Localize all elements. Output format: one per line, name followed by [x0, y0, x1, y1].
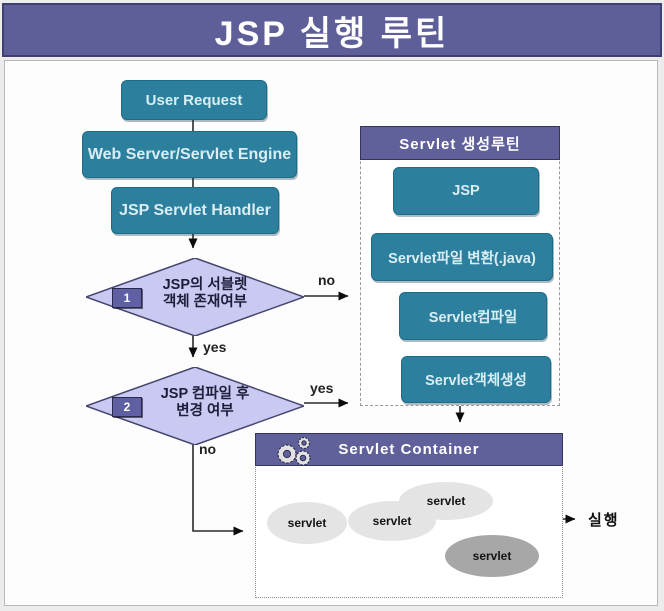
decision-line1: JSP 컴파일 후: [160, 386, 250, 402]
decision-text: JSP의 서블렛 객체 존재여부: [130, 277, 280, 311]
step-box-servlet-object-create: Servlet객체생성: [401, 356, 551, 403]
servlet-label: servlet: [472, 549, 512, 563]
servlet-creation-panel-header: Servlet 생성루틴: [360, 126, 560, 160]
step-label: Servlet컴파일: [428, 309, 518, 326]
decision-line2: 변경 여부: [176, 403, 234, 419]
container-title: Servlet Container: [338, 441, 480, 458]
step-label: JSP: [452, 183, 480, 199]
flow-box-label: Web Server/Servlet Engine: [87, 145, 292, 163]
servlet-label: servlet: [287, 516, 327, 530]
step-box-servlet-compile: Servlet컴파일: [399, 292, 547, 340]
flow-box-jsp-servlet-handler: JSP Servlet Handler: [111, 187, 279, 234]
step-label: Servlet파일 변환(.java): [388, 250, 536, 267]
servlet-instance: servlet: [267, 502, 347, 544]
branch-label-yes-1: yes: [203, 339, 227, 355]
servlet-creation-panel: Servlet 생성루틴 JSP Servlet파일 변환(.java) Ser…: [360, 126, 560, 406]
diamond-shape: [86, 367, 304, 445]
servlet-instance: servlet: [399, 482, 493, 520]
branch-label-yes-2: yes: [310, 380, 334, 396]
panel-title: Servlet 생성루틴: [399, 135, 521, 153]
diamond-shape: [86, 258, 304, 336]
gears-icon: [277, 436, 311, 466]
decision-number-badge-1: 1: [112, 288, 142, 308]
flow-box-web-server-servlet-engine: Web Server/Servlet Engine: [82, 131, 297, 178]
step-box-jsp: JSP: [393, 167, 539, 215]
flow-box-label: User Request: [145, 91, 243, 109]
decision-text: JSP 컴파일 후 변경 여부: [130, 386, 280, 420]
decision-line2: 객체 존재여부: [162, 294, 248, 310]
branch-label-no-2: no: [199, 441, 217, 457]
servlet-label: servlet: [372, 514, 412, 528]
decision-changed-after-compile: JSP 컴파일 후 변경 여부: [86, 367, 304, 445]
branch-label-no-1: no: [318, 272, 336, 288]
badge-number: 1: [123, 291, 131, 305]
step-box-servlet-file-convert: Servlet파일 변환(.java): [371, 233, 553, 281]
flow-box-label: JSP Servlet Handler: [119, 201, 271, 219]
flow-box-user-request: User Request: [121, 80, 267, 120]
decision-servlet-object-exists: JSP의 서블렛 객체 존재여부: [86, 258, 304, 336]
servlet-label: servlet: [426, 494, 466, 508]
decision-line1: JSP의 서블렛: [162, 277, 248, 293]
servlet-container-header: Servlet Container: [255, 433, 563, 466]
servlet-instance-active: servlet: [445, 535, 539, 577]
page-title: JSP 실행 루틴: [2, 3, 662, 57]
badge-number: 2: [123, 400, 131, 414]
decision-number-badge-2: 2: [112, 397, 142, 417]
step-label: Servlet객체생성: [425, 373, 527, 389]
execute-label: 실행: [588, 512, 620, 529]
